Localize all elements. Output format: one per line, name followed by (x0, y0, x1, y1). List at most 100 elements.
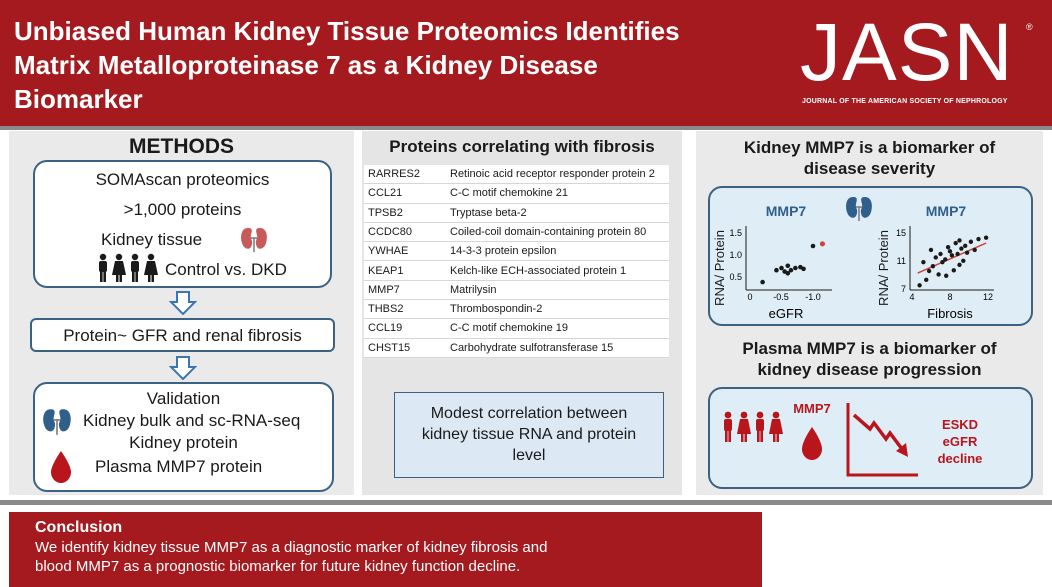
plot2-ytick: 7 (901, 284, 906, 294)
kidney-icon (846, 197, 872, 221)
logo-text: JASN (800, 7, 1014, 98)
plot2-ytick: 15 (896, 228, 906, 238)
progression-mmp7-label: MMP7 (793, 401, 831, 416)
plot2-ylabel: RNA/ Protein (876, 230, 891, 306)
plot1-xtick: 0 (747, 292, 752, 302)
plot1-highlight-point (819, 241, 826, 247)
plot2-point (940, 259, 945, 265)
severity-plots: MMP7 RNA/ Protein 0.5 1.0 1.5 0 -0.5 -1.… (712, 197, 994, 321)
conclusion-title: Conclusion (35, 519, 123, 536)
progression-title: Plasma MMP7 is a biomarker of kidney dis… (696, 338, 1043, 380)
logo-registered-mark: ® (1026, 22, 1033, 32)
logo-subtitle: JOURNAL OF THE AMERICAN SOCIETY OF NEPHR… (802, 98, 1008, 105)
protein-code: THBS2 (368, 303, 404, 316)
plot2-point (949, 253, 955, 258)
jasn-logo: JASN ® JOURNAL OF THE AMERICAN SOCIETY O… (792, 8, 1044, 118)
severity-title-line: disease severity (803, 159, 936, 178)
plot2-point (976, 236, 981, 242)
progression-graphic: MMP7 ESKD eGFR decline (724, 401, 983, 477)
mmp7-panel: Kidney MMP7 is a biomarker of disease se… (696, 131, 1043, 495)
title-line-1: Unbiased Human Kidney Tissue Proteomics … (14, 16, 680, 46)
plot2-point (953, 240, 958, 246)
plot2-point (957, 238, 962, 243)
down-arrow-icon (169, 356, 197, 380)
protein-name: Tryptase beta-2 (450, 206, 527, 219)
protein-code: CCL21 (368, 187, 403, 200)
methods-box-proteomics: SOMAscan proteomics >1,000 proteins Kidn… (33, 160, 332, 288)
kidney-icon (43, 409, 71, 435)
plot2-point (983, 235, 989, 240)
conclusion-line: blood MMP7 as a prognostic biomarker for… (35, 558, 521, 575)
protein-code: TPSB2 (368, 206, 403, 219)
protein-name: C-C motif chemokine 21 (450, 187, 568, 200)
plot2-point (928, 247, 934, 253)
table-row: CCL21 C-C motif chemokine 21 (364, 184, 669, 204)
severity-title-line: Kidney MMP7 is a biomarker of (743, 138, 996, 157)
conclusion-banner: Conclusion We identify kidney tissue MMP… (9, 512, 762, 587)
plot2-point (968, 239, 974, 244)
methods-box-validation: Validation Kidney bulk and sc-RNA-seq Ki… (33, 382, 334, 492)
plot2-ytick: 11 (897, 256, 906, 266)
protein-name: Retinoic acid receptor responder protein… (450, 168, 655, 180)
plot2-point (917, 283, 922, 288)
down-arrow-icon (169, 291, 197, 315)
methods-line: Kidney protein (129, 433, 238, 452)
plot1-xtick: -0.5 (773, 292, 789, 302)
plot1-point (801, 266, 806, 272)
proteins-panel: Proteins correlating with fibrosis RARRE… (362, 131, 682, 495)
plot2-point (947, 249, 953, 254)
protein-code: CCL19 (368, 322, 403, 335)
plot2-point (944, 273, 949, 278)
conclusion-line: We identify kidney tissue MMP7 as a diag… (35, 539, 548, 556)
plot2-point (943, 257, 948, 262)
plot1-point (785, 270, 791, 276)
plot1-point (774, 267, 779, 273)
egfr-label: eGFR (943, 434, 978, 449)
page-title: Unbiased Human Kidney Tissue Proteomics … (14, 14, 774, 116)
proteins-title: Proteins correlating with fibrosis (389, 137, 655, 156)
methods-title: METHODS (129, 135, 234, 158)
plot1-point (760, 279, 765, 285)
decline-arrow-icon (852, 413, 904, 451)
protein-name: Thrombospondin-2 (450, 303, 543, 316)
plot1-ytick: 1.5 (729, 228, 742, 238)
plot2-point (951, 268, 956, 273)
methods-line: Kidney bulk and sc-RNA-seq (83, 411, 301, 430)
methods-panel: METHODS SOMAscan proteomics >1,000 prote… (9, 131, 354, 495)
protein-name: Kelch-like ECH-associated protein 1 (450, 264, 627, 277)
header: Unbiased Human Kidney Tissue Proteomics … (0, 0, 1052, 126)
blood-drop-icon (802, 427, 822, 460)
severity-plots-box: MMP7 RNA/ Protein 0.5 1.0 1.5 0 -0.5 -1.… (708, 186, 1033, 326)
decline-label: decline (938, 451, 983, 466)
methods-line: >1,000 proteins (123, 200, 242, 219)
methods-box-correlation: Protein~ GFR and renal fibrosis (30, 318, 335, 352)
methods-line: Validation (146, 389, 221, 408)
plot1-title: MMP7 (766, 203, 807, 219)
protein-code: CCDC80 (368, 225, 413, 238)
plot2-trendline (917, 242, 987, 274)
methods-line: Protein~ GFR and renal fibrosis (63, 326, 302, 345)
methods-line: Control vs. DKD (165, 260, 287, 279)
plot2-point (955, 251, 960, 257)
plot1-point (785, 263, 791, 269)
plot2-point (959, 246, 964, 251)
plot2-point (957, 262, 962, 268)
severity-title: Kidney MMP7 is a biomarker of disease se… (696, 137, 1043, 179)
protein-name: 14-3-3 protein epsilon (450, 245, 557, 258)
plot1-point (793, 265, 798, 271)
decline-axis (846, 403, 918, 477)
decline-arrow-head (896, 443, 908, 457)
progression-box: MMP7 ESKD eGFR decline (708, 387, 1033, 489)
plot2-point (945, 245, 951, 250)
plot2-point (963, 243, 968, 249)
plot2-point (924, 277, 929, 283)
plot1-points (760, 241, 826, 285)
